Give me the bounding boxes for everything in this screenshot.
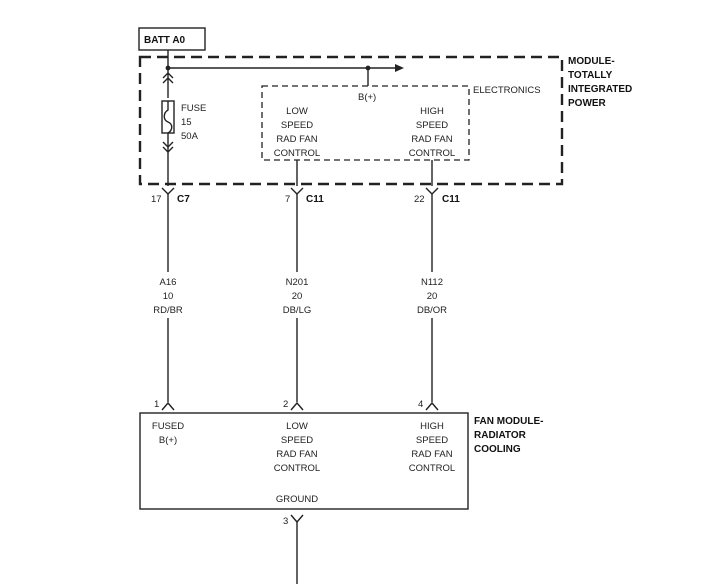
svg-text:C11: C11 [306,194,324,205]
svg-text:RAD FAN: RAD FAN [411,134,452,145]
pin-fork-icon [161,401,175,411]
svg-text:RADIATOR: RADIATOR [474,430,527,441]
connector-c11-low: 7 C11 [285,187,324,205]
electronics-label: ELECTRONICS [473,85,541,96]
bus-arrow-icon [395,64,404,72]
connector-chevron-icon-2 [162,141,174,153]
svg-text:RAD FAN: RAD FAN [276,449,317,460]
svg-text:1: 1 [154,399,159,410]
svg-text:3: 3 [283,516,288,527]
fan-module-box [139,412,469,510]
fan-pin-4: 4 [418,399,439,411]
svg-text:22: 22 [414,194,425,205]
svg-text:FAN MODULE-: FAN MODULE- [474,416,543,427]
svg-text:DB/LG: DB/LG [283,305,312,316]
svg-text:TOTALLY: TOTALLY [568,70,613,81]
batt-label: BATT A0 [144,35,186,46]
svg-text:MODULE-: MODULE- [568,56,615,67]
high-speed-control-label: HIGH SPEED RAD FAN CONTROL [409,106,455,159]
pin-fork-icon-3 [425,401,439,411]
svg-text:COOLING: COOLING [474,444,521,455]
svg-text:50A: 50A [181,131,199,142]
svg-text:SPEED: SPEED [281,120,313,131]
fan-low-speed-label: LOW SPEED RAD FAN CONTROL [274,421,320,474]
connector-fork-icon-2 [290,187,304,195]
svg-text:FUSED: FUSED [152,421,184,432]
wire-code-a16: A16 10 RD/BR [153,277,183,316]
svg-text:CONTROL: CONTROL [409,463,455,474]
ground-label: GROUND [276,494,318,505]
fan-pin-2: 2 [283,399,304,411]
svg-text:C7: C7 [177,194,190,205]
svg-text:C11: C11 [442,194,460,205]
pin-fork-icon-4 [290,514,304,524]
svg-text:15: 15 [181,117,192,128]
svg-text:SPEED: SPEED [416,120,448,131]
electronics-box [261,85,470,161]
svg-text:17: 17 [151,194,162,205]
svg-text:LOW: LOW [286,106,308,117]
connector-c7: 17 C7 [151,187,190,205]
svg-text:RAD FAN: RAD FAN [411,449,452,460]
low-speed-control-label: LOW SPEED RAD FAN CONTROL [274,106,320,159]
fan-pin-1: 1 [154,399,175,411]
svg-text:2: 2 [283,399,288,410]
svg-text:B(+): B(+) [159,435,177,446]
tipm-module-title: MODULE- TOTALLY INTEGRATED POWER [568,56,632,109]
svg-text:HIGH: HIGH [420,421,444,432]
svg-text:20: 20 [427,291,438,302]
svg-text:RD/BR: RD/BR [153,305,183,316]
svg-text:SPEED: SPEED [416,435,448,446]
svg-text:7: 7 [285,194,290,205]
connector-chevron-icon [162,72,174,84]
svg-text:LOW: LOW [286,421,308,432]
svg-text:RAD FAN: RAD FAN [276,134,317,145]
connector-c11-high: 22 C11 [414,187,460,205]
wire-code-n201: N201 20 DB/LG [283,277,312,316]
connector-fork-icon [161,187,175,195]
fan-high-speed-label: HIGH SPEED RAD FAN CONTROL [409,421,455,474]
fuse-label: FUSE 15 50A [181,103,206,142]
tipm-module-box [138,55,564,186]
svg-text:20: 20 [292,291,303,302]
svg-text:CONTROL: CONTROL [409,148,455,159]
svg-text:POWER: POWER [568,98,607,109]
svg-text:DB/OR: DB/OR [417,305,447,316]
bplus-label: B(+) [358,92,376,103]
svg-text:N112: N112 [421,277,443,288]
pin-fork-icon-2 [290,401,304,411]
svg-text:INTEGRATED: INTEGRATED [568,84,632,95]
svg-text:HIGH: HIGH [420,106,444,117]
fan-module-title: FAN MODULE- RADIATOR COOLING [474,416,543,455]
fused-bplus-label: FUSED B(+) [152,421,184,446]
fan-pin-3: 3 [283,514,304,527]
svg-text:4: 4 [418,399,423,410]
connector-fork-icon-3 [425,187,439,195]
svg-text:A16: A16 [160,277,177,288]
svg-text:10: 10 [163,291,174,302]
fuse-element-icon [163,101,173,134]
svg-text:FUSE: FUSE [181,103,206,114]
svg-text:N201: N201 [286,277,309,288]
svg-text:CONTROL: CONTROL [274,463,320,474]
wire-code-n112: N112 20 DB/OR [417,277,447,316]
batt-box [138,27,206,51]
svg-text:CONTROL: CONTROL [274,148,320,159]
svg-text:SPEED: SPEED [281,435,313,446]
